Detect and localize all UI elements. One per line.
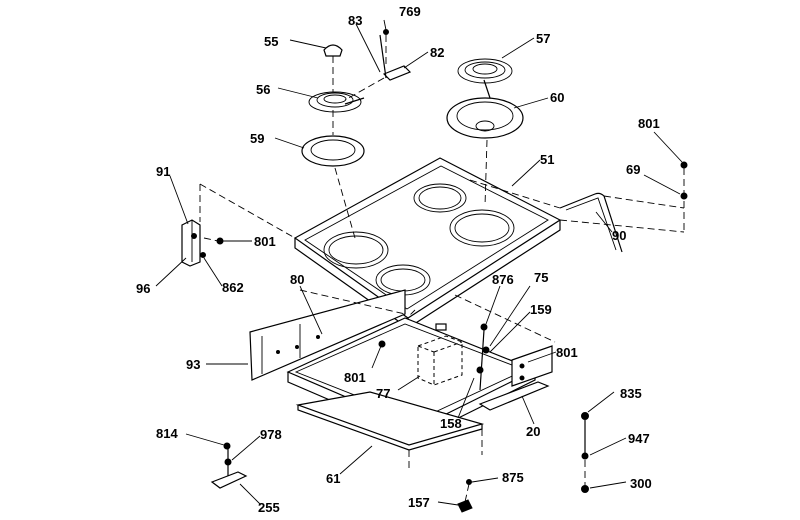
label-947: 947	[628, 431, 650, 446]
label-159: 159	[530, 302, 552, 317]
label-300: 300	[630, 476, 652, 491]
label-801-right: 801	[556, 345, 578, 360]
terminal-block	[344, 29, 412, 101]
ref-line-right	[559, 219, 685, 233]
drip-pan-small	[301, 110, 365, 239]
label-80: 80	[290, 272, 304, 287]
ref-line-upper	[469, 179, 561, 209]
label-20: 20	[526, 424, 540, 439]
label-978: 978	[260, 427, 282, 442]
label-801-left: 801	[254, 234, 276, 249]
label-157: 157	[408, 495, 430, 510]
label-61: 61	[326, 471, 340, 486]
surface-element-large	[457, 58, 513, 99]
label-876: 876	[492, 272, 514, 287]
label-862: 862	[222, 280, 244, 295]
screw-157	[457, 479, 473, 513]
label-96: 96	[136, 281, 150, 296]
rod-90	[559, 161, 688, 253]
label-801-top: 801	[638, 116, 660, 131]
label-91: 91	[156, 164, 170, 179]
label-56: 56	[256, 82, 270, 97]
label-60: 60	[550, 90, 564, 105]
hinge-parts	[581, 412, 589, 493]
bolt-801	[378, 340, 386, 348]
label-835: 835	[620, 386, 642, 401]
surface-element-small	[308, 91, 365, 113]
label-55: 55	[264, 34, 278, 49]
label-75: 75	[534, 270, 548, 285]
label-57: 57	[536, 31, 550, 46]
bracket-left	[181, 183, 296, 267]
label-814: 814	[156, 426, 178, 441]
cooktop-panel	[293, 157, 562, 330]
switch-parts	[476, 323, 553, 411]
label-769: 769	[399, 4, 421, 19]
label-875: 875	[502, 470, 524, 485]
control-box-77	[417, 323, 463, 386]
base-plate-61	[295, 391, 485, 468]
knob-55	[323, 44, 343, 92]
label-158: 158	[440, 416, 462, 431]
label-90: 90	[612, 228, 626, 243]
label-255: 255	[258, 500, 280, 515]
label-51: 51	[540, 152, 554, 167]
part-labels: 769 83 55 82 57 56 60 59 51 801 69 91 80…	[136, 4, 660, 515]
label-83: 83	[348, 13, 362, 28]
label-82: 82	[430, 45, 444, 60]
leader-lines	[155, 19, 683, 506]
front-panel-93	[249, 289, 406, 381]
label-59: 59	[250, 131, 264, 146]
drip-pan-large	[446, 97, 524, 207]
label-77: 77	[376, 386, 390, 401]
label-801-center: 801	[344, 370, 366, 385]
label-93: 93	[186, 357, 200, 372]
label-69: 69	[626, 162, 640, 177]
latch-255	[210, 442, 248, 489]
